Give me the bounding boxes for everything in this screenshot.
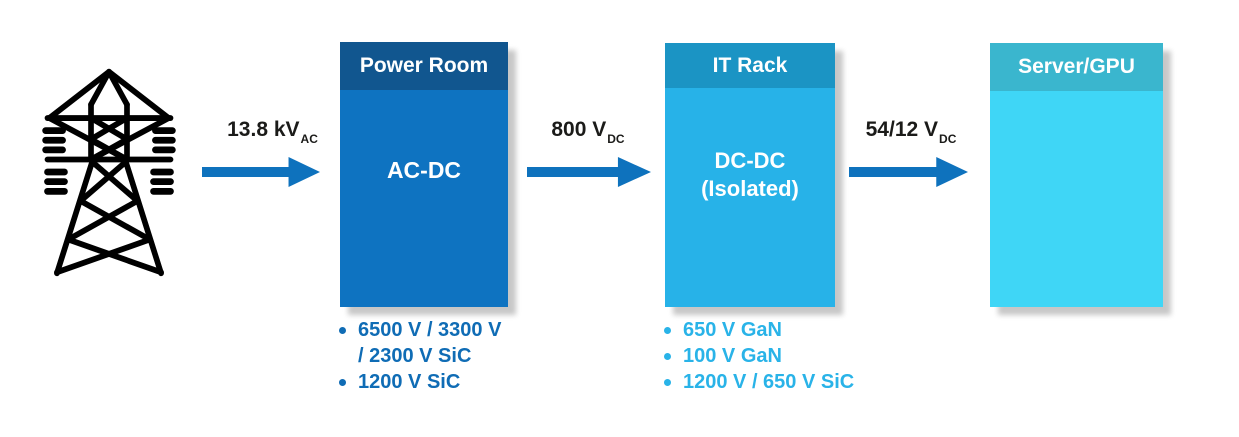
bullet-icon bbox=[664, 353, 671, 360]
bullet-line: 1200 V / 650 V SiC bbox=[683, 371, 855, 393]
it-rack-device-list: 650 V GaN 100 V GaN 1200 V / 650 V SiC bbox=[662, 317, 854, 395]
bullet-text: 100 V GaN bbox=[683, 343, 782, 369]
bullet-line: / 2300 V SiC bbox=[358, 345, 472, 367]
flow-arrow-1 bbox=[202, 157, 320, 187]
transmission-tower-svg bbox=[42, 68, 176, 277]
it-rack-header: IT Rack bbox=[665, 43, 835, 88]
server-gpu-header: Server/GPU bbox=[990, 43, 1163, 91]
arrow-label-server-rail: 54/12 VDC bbox=[846, 118, 976, 148]
bullet-text: 1200 V SiC bbox=[358, 369, 460, 395]
bullet-text: 1200 V / 650 V SiC bbox=[683, 369, 854, 395]
bullet-text: 6500 V / 3300 V / 2300 V SiC bbox=[358, 317, 501, 369]
server-gpu-body bbox=[990, 91, 1163, 307]
power-room-box: Power Room AC-DC bbox=[340, 42, 508, 307]
bullet-line: 100 V GaN bbox=[683, 345, 782, 367]
voltage-value: 54/12 V bbox=[865, 118, 939, 141]
bullet-icon bbox=[664, 327, 671, 334]
power-room-label: AC-DC bbox=[340, 156, 508, 184]
list-item: 100 V GaN bbox=[662, 343, 854, 369]
power-room-body: AC-DC bbox=[340, 90, 508, 307]
transmission-tower-icon bbox=[38, 66, 180, 280]
list-item: 6500 V / 3300 V / 2300 V SiC bbox=[337, 317, 501, 369]
flow-arrow-3 bbox=[849, 157, 968, 187]
arrow-label-dc-bus: 800 VDC bbox=[523, 118, 653, 148]
stage-label-line: DC-DC bbox=[714, 148, 786, 173]
list-item: 1200 V / 650 V SiC bbox=[662, 369, 854, 395]
arrow-label-ac-input: 13.8 kVAC bbox=[205, 118, 340, 148]
list-item: 650 V GaN bbox=[662, 317, 854, 343]
voltage-subscript: DC bbox=[607, 132, 625, 146]
bullet-line: 6500 V / 3300 V bbox=[358, 319, 502, 341]
bullet-icon bbox=[339, 327, 346, 334]
stage-label-line: AC-DC bbox=[386, 157, 462, 183]
it-rack-title: IT Rack bbox=[712, 53, 788, 77]
bullet-line: 650 V GaN bbox=[683, 319, 782, 341]
flow-arrow-2 bbox=[527, 157, 651, 187]
voltage-subscript: DC bbox=[939, 132, 957, 146]
bullet-line: 1200 V SiC bbox=[358, 371, 461, 393]
voltage-subscript: AC bbox=[300, 132, 318, 146]
it-rack-label: DC-DC (Isolated) bbox=[665, 147, 835, 203]
power-room-header: Power Room bbox=[340, 42, 508, 90]
bullet-icon bbox=[664, 379, 671, 386]
voltage-value: 800 V bbox=[551, 118, 607, 141]
power-room-title: Power Room bbox=[359, 54, 489, 77]
list-item: 1200 V SiC bbox=[337, 369, 501, 395]
bullet-text: 650 V GaN bbox=[683, 317, 782, 343]
it-rack-body: DC-DC (Isolated) bbox=[665, 88, 835, 307]
server-gpu-box: Server/GPU bbox=[990, 43, 1163, 307]
bullet-icon bbox=[339, 379, 346, 386]
voltage-value: 13.8 kV bbox=[227, 118, 300, 141]
stage-label-line: (Isolated) bbox=[701, 176, 799, 201]
it-rack-box: IT Rack DC-DC (Isolated) bbox=[665, 43, 835, 307]
server-gpu-title: Server/GPU bbox=[1018, 55, 1135, 78]
power-room-device-list: 6500 V / 3300 V / 2300 V SiC 1200 V SiC bbox=[337, 317, 501, 395]
